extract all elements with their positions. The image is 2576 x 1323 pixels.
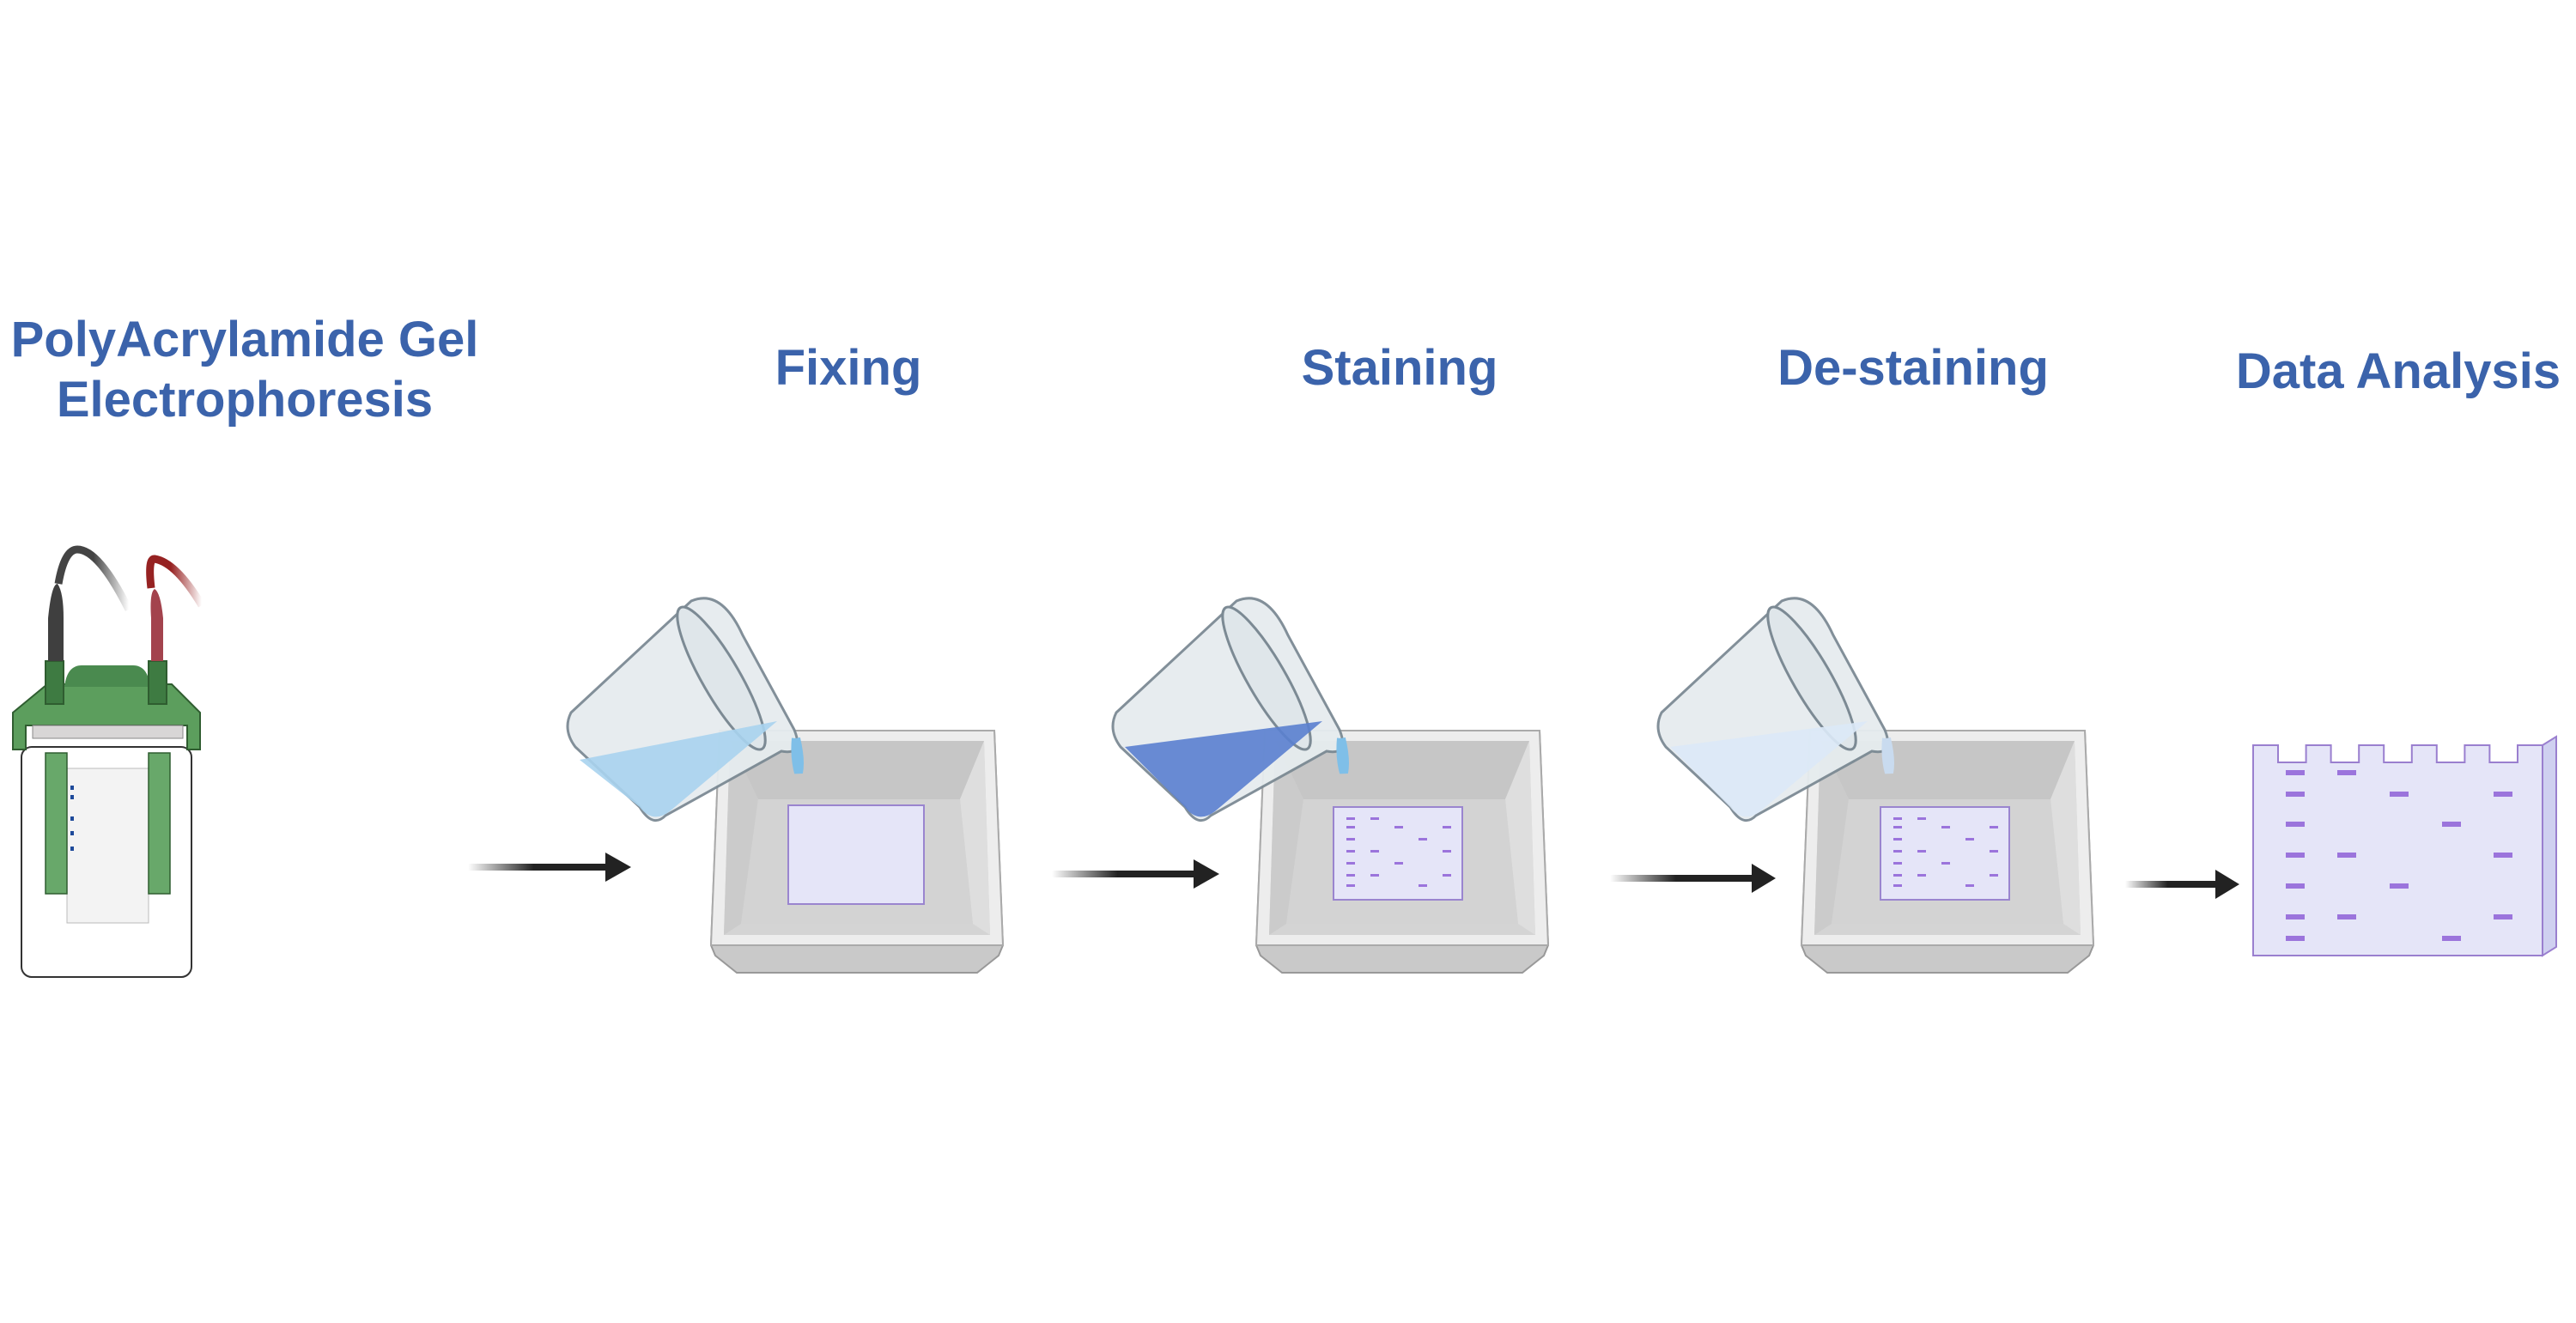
gel-band bbox=[1893, 874, 1902, 877]
gel-band bbox=[1370, 850, 1379, 853]
gel-band bbox=[2286, 936, 2305, 941]
gel-band bbox=[1941, 862, 1950, 865]
beaker-icon bbox=[1111, 597, 1349, 822]
gel-band bbox=[1370, 874, 1379, 877]
step-title-electrophoresis: PolyAcrylamide Gel Electrophoresis bbox=[11, 312, 479, 428]
gel-band bbox=[1965, 838, 1974, 841]
gel-band bbox=[1419, 884, 1427, 887]
arrow-right-icon bbox=[468, 853, 631, 882]
gel-band bbox=[2286, 853, 2305, 858]
gel-band bbox=[1917, 850, 1926, 853]
liquid bbox=[580, 721, 777, 817]
gel-band bbox=[1370, 817, 1379, 820]
electrophoresis-apparatus-icon bbox=[12, 545, 205, 978]
gel-band bbox=[2442, 822, 2461, 827]
title-line: Electrophoresis bbox=[57, 372, 433, 428]
step-title-destaining: De-staining bbox=[1777, 340, 2049, 396]
gel-band bbox=[1346, 850, 1355, 853]
gel-band bbox=[2390, 883, 2409, 889]
gel-icon bbox=[787, 804, 925, 905]
gel-band bbox=[2390, 792, 2409, 797]
beaker-icon bbox=[1656, 597, 1894, 822]
gel-band bbox=[1917, 817, 1926, 820]
gel-band bbox=[2286, 822, 2305, 827]
gel-band bbox=[1893, 884, 1902, 887]
arrow-right-icon bbox=[1610, 864, 1776, 893]
arrow-right-icon bbox=[1052, 859, 1219, 889]
gel-band bbox=[1893, 850, 1902, 853]
gel-band bbox=[1394, 826, 1403, 828]
gel-band bbox=[1346, 862, 1355, 865]
gel-band bbox=[2286, 792, 2305, 797]
gel-band bbox=[2286, 770, 2305, 775]
step-title-staining: Staining bbox=[1302, 340, 1498, 396]
gel-band bbox=[2337, 914, 2356, 919]
step-title-data-analysis: Data Analysis bbox=[2236, 343, 2561, 399]
gel-band bbox=[2442, 936, 2461, 941]
title-line: PolyAcrylamide Gel bbox=[11, 312, 479, 367]
gel-band bbox=[1893, 826, 1902, 828]
gel-band bbox=[1346, 874, 1355, 877]
gel-band bbox=[1346, 826, 1355, 828]
gel-icon bbox=[1880, 806, 2010, 901]
gel-icon bbox=[2252, 735, 2557, 957]
gel-band bbox=[2337, 853, 2356, 858]
gel-band bbox=[2494, 792, 2512, 797]
arrow-right-icon bbox=[2125, 870, 2239, 899]
gel-band bbox=[1941, 826, 1950, 828]
gel-band bbox=[1990, 874, 1998, 877]
gel-band bbox=[2337, 770, 2356, 775]
gel-band bbox=[1893, 862, 1902, 865]
gel-band bbox=[1443, 874, 1451, 877]
gel-band bbox=[2286, 914, 2305, 919]
gel-band bbox=[1346, 817, 1355, 820]
gel-band bbox=[1443, 850, 1451, 853]
gel-band bbox=[1443, 826, 1451, 828]
gel-band bbox=[1990, 826, 1998, 828]
gel-icon bbox=[1333, 806, 1463, 901]
gel-band bbox=[1394, 862, 1403, 865]
gel-band bbox=[2494, 914, 2512, 919]
gel-band bbox=[1346, 884, 1355, 887]
gel-band bbox=[1965, 884, 1974, 887]
gel-band bbox=[1419, 838, 1427, 841]
beaker-icon bbox=[566, 597, 804, 822]
gel-band bbox=[1346, 838, 1355, 841]
gel-band bbox=[1990, 850, 1998, 853]
gel-band bbox=[1893, 817, 1902, 820]
gel-band bbox=[1893, 838, 1902, 841]
gel-band bbox=[2494, 853, 2512, 858]
step-title-fixing: Fixing bbox=[775, 340, 922, 396]
gel-band bbox=[1917, 874, 1926, 877]
gel-band bbox=[2286, 883, 2305, 889]
